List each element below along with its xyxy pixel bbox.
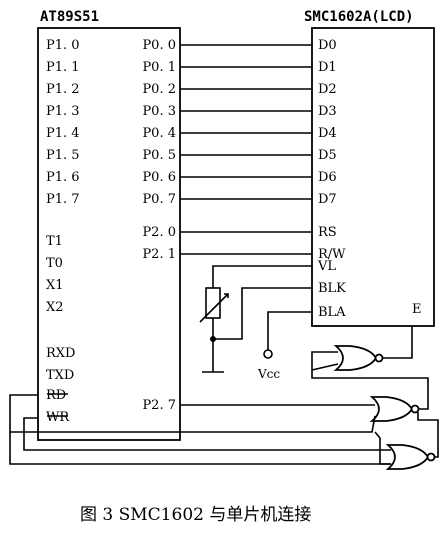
lcd-pin-label: BLA	[318, 305, 346, 320]
mcu-pin-label: X2	[46, 300, 64, 315]
mcu-pin-label: P1. 1	[46, 60, 80, 75]
mcu-port-label: P0. 7	[142, 192, 176, 207]
mcu-pin-label: T0	[46, 256, 63, 271]
lcd-pin-label: VL	[317, 259, 336, 274]
lcd-pin-label: D1	[318, 60, 337, 75]
mcu-pin-label: X1	[46, 278, 64, 293]
mcu-pin-label: P1. 6	[46, 170, 80, 185]
mcu-pin-label: P1. 2	[46, 82, 80, 97]
lcd-pin-label: D6	[318, 170, 337, 185]
vcc-label: Vcc	[257, 367, 280, 381]
mcu-port-label: P0. 5	[142, 148, 176, 163]
potentiometer	[199, 265, 312, 373]
mcu-pin-label: P1. 7	[46, 192, 80, 207]
lcd-pin-label: RS	[318, 225, 337, 240]
nor-gate-3	[9, 412, 439, 470]
mcu-pin-label: TXD	[46, 368, 74, 383]
mcu-left-pin-labels: P1. 0 P1. 1 P1. 2 P1. 3 P1. 4 P1. 5 P1. 6 P1. 7…	[46, 38, 80, 425]
mcu-port-label: P0. 1	[142, 60, 176, 75]
mcu-port-label: P2. 1	[142, 247, 176, 262]
mcu-pin-label: P1. 3	[46, 104, 80, 119]
lcd-pin-label: D5	[318, 148, 337, 163]
figure-caption: 图 3 SMC1602 与单片机连接	[80, 505, 311, 525]
vcc-terminal	[263, 311, 312, 359]
mcu-pin-label: RXD	[46, 346, 75, 361]
mcu-port-label: P0. 6	[142, 170, 176, 185]
mcu-port-label: P0. 4	[142, 126, 176, 141]
mcu-right-pin-labels: P0. 0 P0. 1 P0. 2 P0. 3 P0. 4 P0. 5 P0. 6 P0. 7…	[142, 38, 176, 413]
lcd-pin-label: D3	[318, 104, 337, 119]
lcd-pin-label: D2	[318, 82, 337, 97]
mcu-pin-label: P1. 0	[46, 38, 80, 53]
mcu-title: AT89S51	[40, 9, 99, 25]
mcu-pin-label: P1. 4	[46, 126, 80, 141]
mcu-pin-label: T1	[46, 234, 63, 249]
mcu-port-label: P2. 7	[142, 398, 176, 413]
mcu-port-label: P0. 0	[142, 38, 176, 53]
mcu-pin-label: RD	[46, 388, 66, 403]
nor-gate-1	[311, 326, 413, 372]
lcd-pin-label: R/W	[318, 247, 346, 262]
lcd-pin-label: BLK	[318, 281, 346, 296]
mcu-pin-label: P1. 5	[46, 148, 80, 163]
data-bus-wires	[180, 44, 312, 200]
nor-gate-2	[9, 370, 429, 433]
lcd-pin-e: E	[412, 302, 422, 317]
lcd-pin-label: D7	[318, 192, 337, 207]
lcd-pin-label: D4	[318, 126, 337, 141]
mcu-pin-label: WR	[46, 410, 70, 425]
mcu-port-label: P0. 3	[142, 104, 176, 119]
mcu-port-label: P0. 2	[142, 82, 176, 97]
lcd-pin-label: D0	[318, 38, 337, 53]
mcu-box	[37, 27, 181, 441]
mcu-port-label: P2. 0	[142, 225, 176, 240]
lcd-title: SMC1602A(LCD)	[304, 9, 414, 25]
